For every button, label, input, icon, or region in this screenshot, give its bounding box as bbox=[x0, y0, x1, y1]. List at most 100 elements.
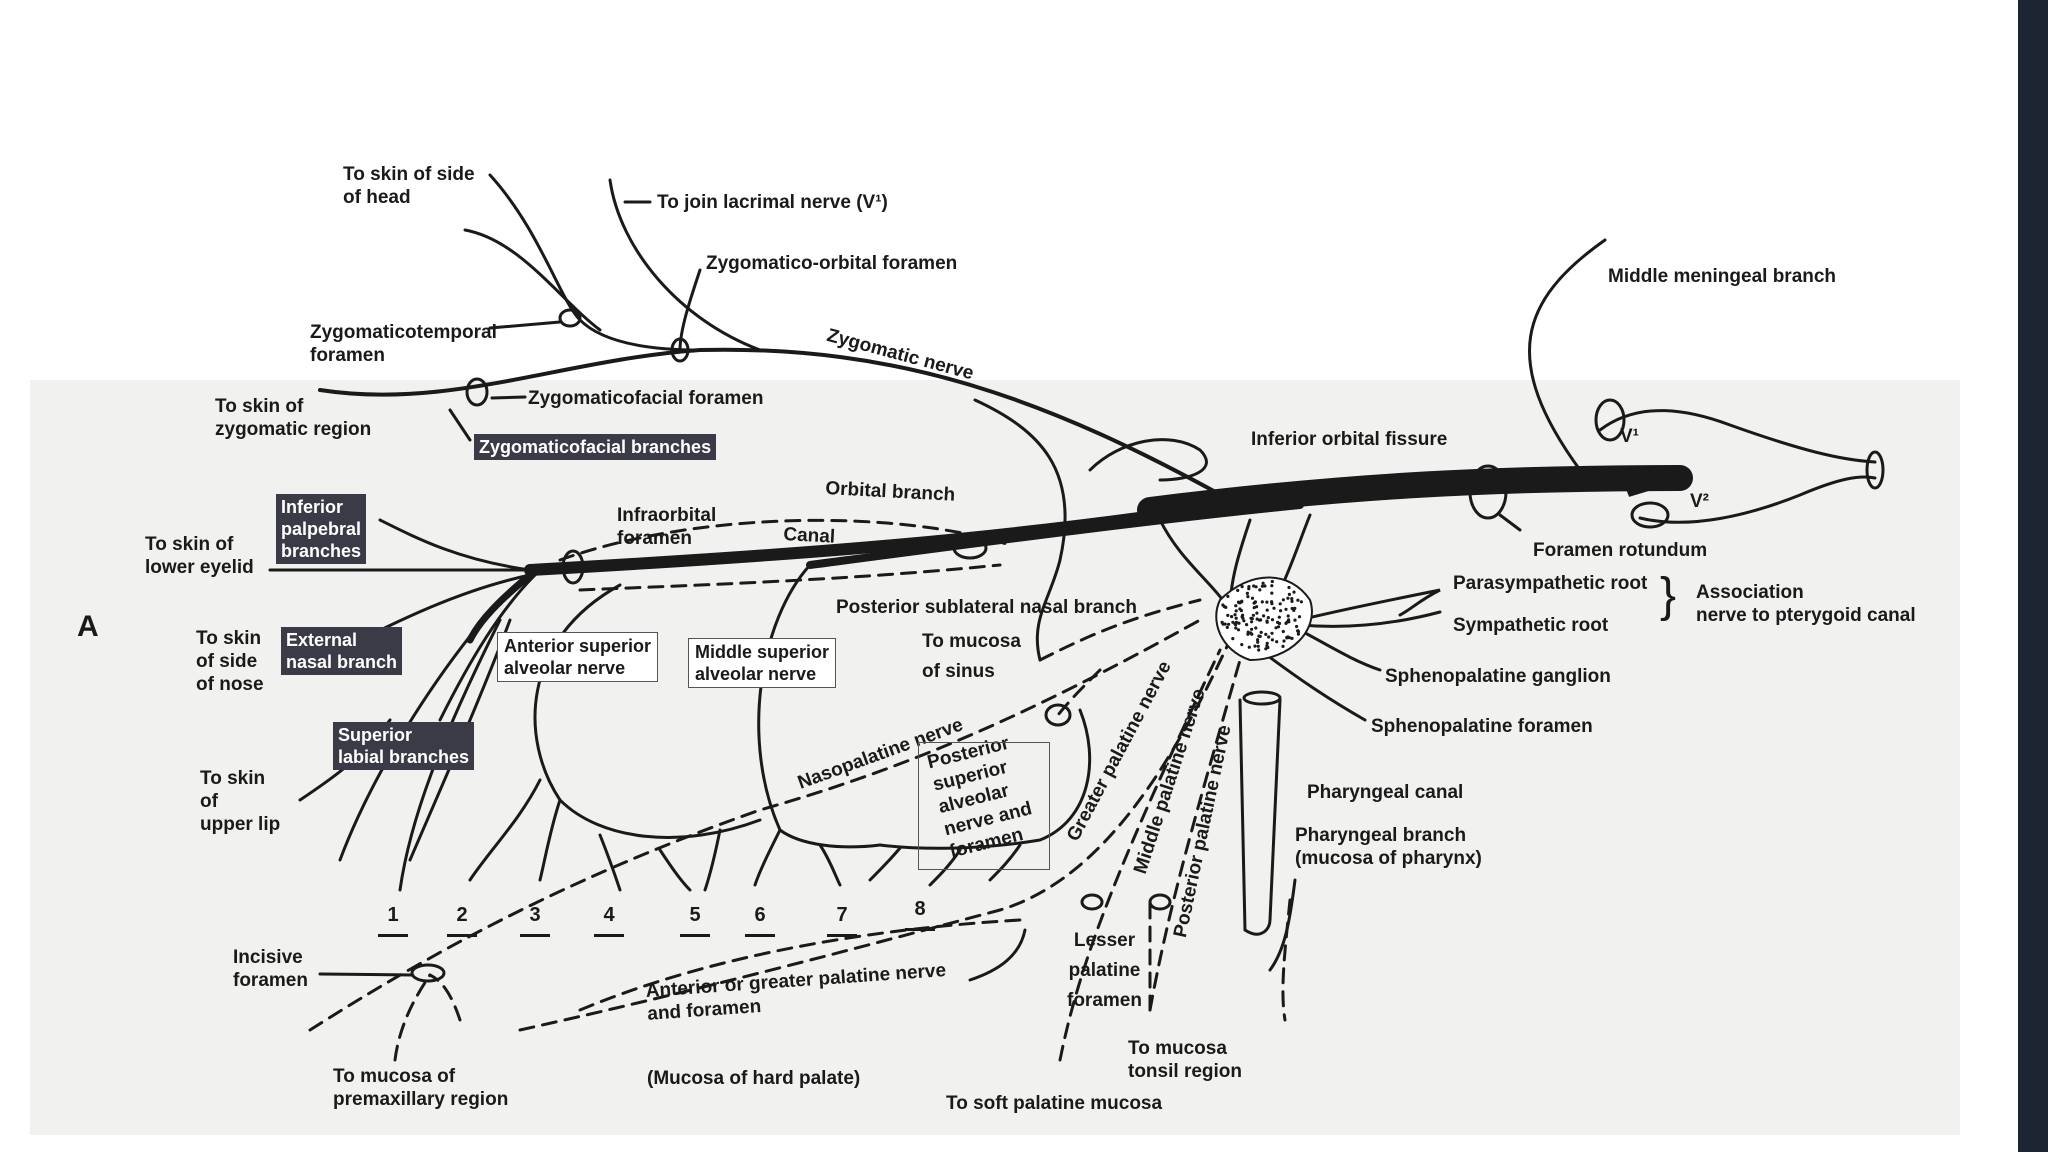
label-posterior-sublateral: Posterior sublateral nasal branch bbox=[836, 597, 1137, 618]
greater-palatine-dashed bbox=[518, 638, 1232, 1032]
label-skin-side-nose: To skin of side of nose bbox=[196, 628, 264, 695]
label-inferior-orbital-fissure: Inferior orbital fissure bbox=[1251, 429, 1448, 450]
label-external-nasal: External nasal branch bbox=[281, 627, 403, 675]
label-mucosa-sinus: To mucosa of sinus bbox=[922, 631, 1021, 682]
label-mucosa-hard-palate: (Mucosa of hard palate) bbox=[647, 1068, 861, 1089]
canal-foramen bbox=[952, 536, 988, 560]
msa-root-1 bbox=[658, 848, 692, 892]
posterior-palatine-foramen bbox=[1148, 893, 1172, 911]
v1-stump bbox=[1594, 398, 1626, 442]
v3-stump bbox=[1630, 501, 1670, 529]
label-pharyngeal-branch: Pharyngeal branch (mucosa of pharynx) bbox=[1295, 825, 1482, 869]
pointer-zygomaticotemporal bbox=[488, 320, 562, 330]
label-pharyngeal-canal: Pharyngeal canal bbox=[1307, 782, 1464, 803]
middle-palatine-dashed bbox=[1058, 648, 1222, 1062]
label-v1: V¹ bbox=[1620, 426, 1639, 447]
label-infraorbital-foramen: Infraorbital foramen bbox=[617, 505, 717, 549]
zygomatico-orbital bbox=[678, 268, 702, 352]
pharyngeal-branch-pointer bbox=[1268, 878, 1297, 972]
premaxillary-dashed bbox=[393, 973, 432, 1062]
label-zygomaticofacial-foramen: Zygomaticofacial foramen bbox=[528, 388, 764, 409]
msa-root-3 bbox=[753, 828, 782, 887]
anterior-superior-alveolar bbox=[533, 583, 762, 839]
pointer-incisive bbox=[318, 972, 414, 977]
zygomaticofacial-foramen bbox=[465, 377, 489, 407]
pharyngeal-canal bbox=[1238, 698, 1282, 936]
label-skin-side-head: To skin of side of head bbox=[343, 164, 475, 208]
psa-root-3 bbox=[868, 846, 902, 882]
label-v2: V² bbox=[1690, 491, 1709, 512]
label-skin-zygomatic: To skin of zygomatic region bbox=[215, 396, 372, 440]
figure-letter: A bbox=[77, 610, 99, 643]
slide-edge-bar bbox=[2018, 0, 2048, 1152]
label-skin-lower-eyelid: To skin of lower eyelid bbox=[145, 534, 254, 578]
asa-root-2 bbox=[538, 798, 562, 882]
hard-palate-dashed bbox=[578, 918, 1022, 1012]
label-skin-upper-lip: To skin of upper lip bbox=[200, 768, 281, 835]
parasympathetic-root bbox=[1298, 588, 1441, 622]
label-join-lacrimal: To join lacrimal nerve (V¹) bbox=[657, 192, 888, 213]
pointer-branches bbox=[448, 408, 472, 442]
msa-root-2 bbox=[703, 828, 722, 892]
middle-superior-alveolar bbox=[757, 563, 882, 849]
infraorbital-main-branch bbox=[466, 571, 534, 644]
label-zygomaticotemporal: Zygomaticotemporal foramen bbox=[310, 322, 497, 366]
sympathetic-root bbox=[1298, 610, 1442, 628]
sinus-dashed bbox=[1038, 598, 1202, 662]
ganglion-outline bbox=[1598, 409, 1877, 524]
brace: } bbox=[1660, 569, 1677, 622]
msa-root-4 bbox=[818, 843, 842, 887]
label-lesser-palatine: Lesser palatine foramen bbox=[1067, 930, 1142, 1011]
posterior-palatine-dashed bbox=[1148, 658, 1242, 1012]
maxillary-nerve-thick bbox=[1137, 465, 1693, 523]
sphenopalatine-ganglion-mark bbox=[1215, 576, 1313, 662]
ganglion-end bbox=[1865, 450, 1885, 490]
trunk-lower-edge bbox=[806, 501, 1304, 569]
label-middle-meningeal: Middle meningeal branch bbox=[1608, 266, 1837, 287]
inferior-orbital-fissure-loop bbox=[1088, 438, 1208, 482]
tooth-position-2: 2 bbox=[447, 904, 477, 937]
posterior-sublateral-branch bbox=[1035, 558, 1062, 662]
pointer-foramen-rotundum bbox=[1498, 513, 1522, 532]
orbital-branch-dashed bbox=[558, 518, 1012, 562]
tooth-position-6: 6 bbox=[745, 904, 775, 937]
middle-meningeal-branch bbox=[1528, 238, 1607, 472]
psa-root-1 bbox=[988, 843, 1022, 882]
ganglion-branch-3 bbox=[1278, 513, 1312, 592]
label-association: Association nerve to pterygoid canal bbox=[1696, 582, 1916, 626]
labial-branch-4 bbox=[398, 618, 502, 892]
canal-dashed-lower bbox=[578, 563, 1002, 592]
label-canal: Canal bbox=[782, 524, 836, 548]
labial-branch-1 bbox=[438, 573, 537, 722]
tooth-position-5: 5 bbox=[680, 904, 710, 937]
tooth-position-3: 3 bbox=[520, 904, 550, 937]
pharyngeal-canal-top bbox=[1242, 690, 1282, 706]
infraorbital-foramen bbox=[561, 549, 585, 585]
nasal-foramen bbox=[1044, 703, 1072, 727]
label-zygomatico-orbital: Zygomatico-orbital foramen bbox=[706, 253, 958, 274]
label-soft-palatine-mucosa: To soft palatine mucosa bbox=[946, 1093, 1163, 1114]
label-middle-superior-alveolar: Middle superior alveolar nerve bbox=[688, 638, 837, 688]
pointer-zygomaticofacial bbox=[490, 395, 527, 400]
tooth-position-4: 4 bbox=[594, 904, 624, 937]
label-zygomaticofacial-branches: Zygomaticofacial branches bbox=[474, 434, 717, 460]
incisive-foramen bbox=[410, 963, 446, 983]
ganglion-branch-1 bbox=[1158, 518, 1232, 612]
label-parasympathetic-root: Parasympathetic root bbox=[1453, 573, 1648, 594]
label-incisive-foramen: Incisive foramen bbox=[233, 947, 308, 991]
inferior-orbital-branch bbox=[973, 398, 1067, 562]
zygomatico-orbital-foramen bbox=[670, 337, 690, 363]
posterior-psa-dashed bbox=[1056, 668, 1102, 717]
label-superior-labial: Superior labial branches bbox=[333, 722, 475, 770]
label-sphenopalatine-foramen: Sphenopalatine foramen bbox=[1371, 716, 1593, 737]
label-sympathetic-root: Sympathetic root bbox=[1453, 615, 1609, 636]
zygomaticotemporal-branch-2 bbox=[463, 228, 602, 332]
v2-stem bbox=[1617, 468, 1681, 497]
tooth-position-1: 1 bbox=[378, 904, 408, 937]
posterior-superior-alveolar bbox=[878, 708, 1092, 850]
tooth-position-8: 8 bbox=[905, 898, 935, 931]
asa-root-1 bbox=[468, 778, 542, 882]
lacrimal-communicating bbox=[608, 178, 762, 352]
